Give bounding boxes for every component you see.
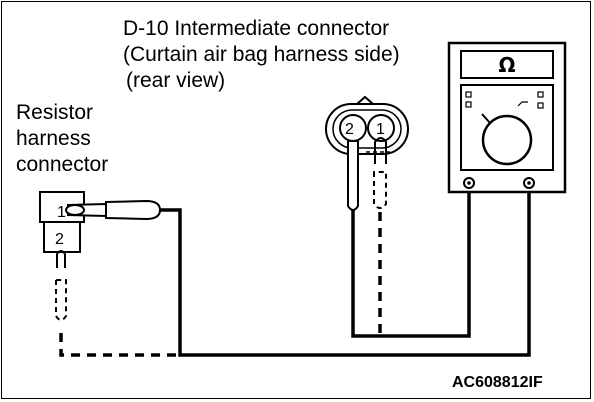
wire-pin1-to-meter xyxy=(158,184,531,357)
face-scale-mark xyxy=(517,101,528,107)
range-selector-dial xyxy=(481,114,533,166)
ohmmeter: Ω xyxy=(447,41,567,194)
connector-cavity-1 xyxy=(367,114,395,142)
ohmmeter-display xyxy=(460,50,554,79)
figure-code: AC608812IF xyxy=(452,374,543,391)
resistor-pin2-probe-dashed xyxy=(55,279,67,321)
face-marker-right-bottom xyxy=(537,102,544,109)
resistor-pin1-label: 1 xyxy=(57,204,66,221)
resistor-connector: 1 2 xyxy=(39,191,162,321)
face-marker-left-bottom xyxy=(465,101,472,108)
face-marker-right-top xyxy=(537,91,544,98)
face-marker-left-top xyxy=(465,91,472,98)
resistor-pin1-probe-handle xyxy=(105,199,162,221)
meter-jack-left-inner xyxy=(467,181,471,185)
resistor-label-line3: connector xyxy=(16,153,109,176)
resistor-pin2-label: 2 xyxy=(55,231,64,248)
connector-title-line3: (rear view) xyxy=(126,69,226,92)
intermediate-pin1-probe-dashed xyxy=(373,171,387,209)
solid-wires xyxy=(158,184,531,357)
connector-latch xyxy=(356,95,374,105)
resistor-label-line2: harness xyxy=(16,127,91,150)
connector-title-line1: D-10 Intermediate connector xyxy=(123,17,390,40)
intermediate-connector: 2 1 xyxy=(325,95,409,211)
intermediate-pin2-probe xyxy=(347,140,359,211)
ohm-symbol: Ω xyxy=(498,53,515,77)
resistor-pin2-hook xyxy=(56,250,66,268)
wire-resistor-pin2-return xyxy=(59,333,180,357)
intermediate-pin2-label: 2 xyxy=(345,121,354,138)
range-selector-pointer xyxy=(481,113,491,124)
resistor-pin1-probe-tip xyxy=(65,204,85,216)
wire-pin2-to-meter xyxy=(351,184,471,338)
intermediate-pin1-hook xyxy=(374,137,387,164)
resistor-label-line1: Resistor xyxy=(16,101,94,124)
meter-jack-right-inner xyxy=(527,181,531,185)
dashed-wires xyxy=(59,212,382,357)
intermediate-pin1-label: 1 xyxy=(376,121,385,138)
connector-title-line2: (Curtain air bag harness side) xyxy=(123,43,400,66)
